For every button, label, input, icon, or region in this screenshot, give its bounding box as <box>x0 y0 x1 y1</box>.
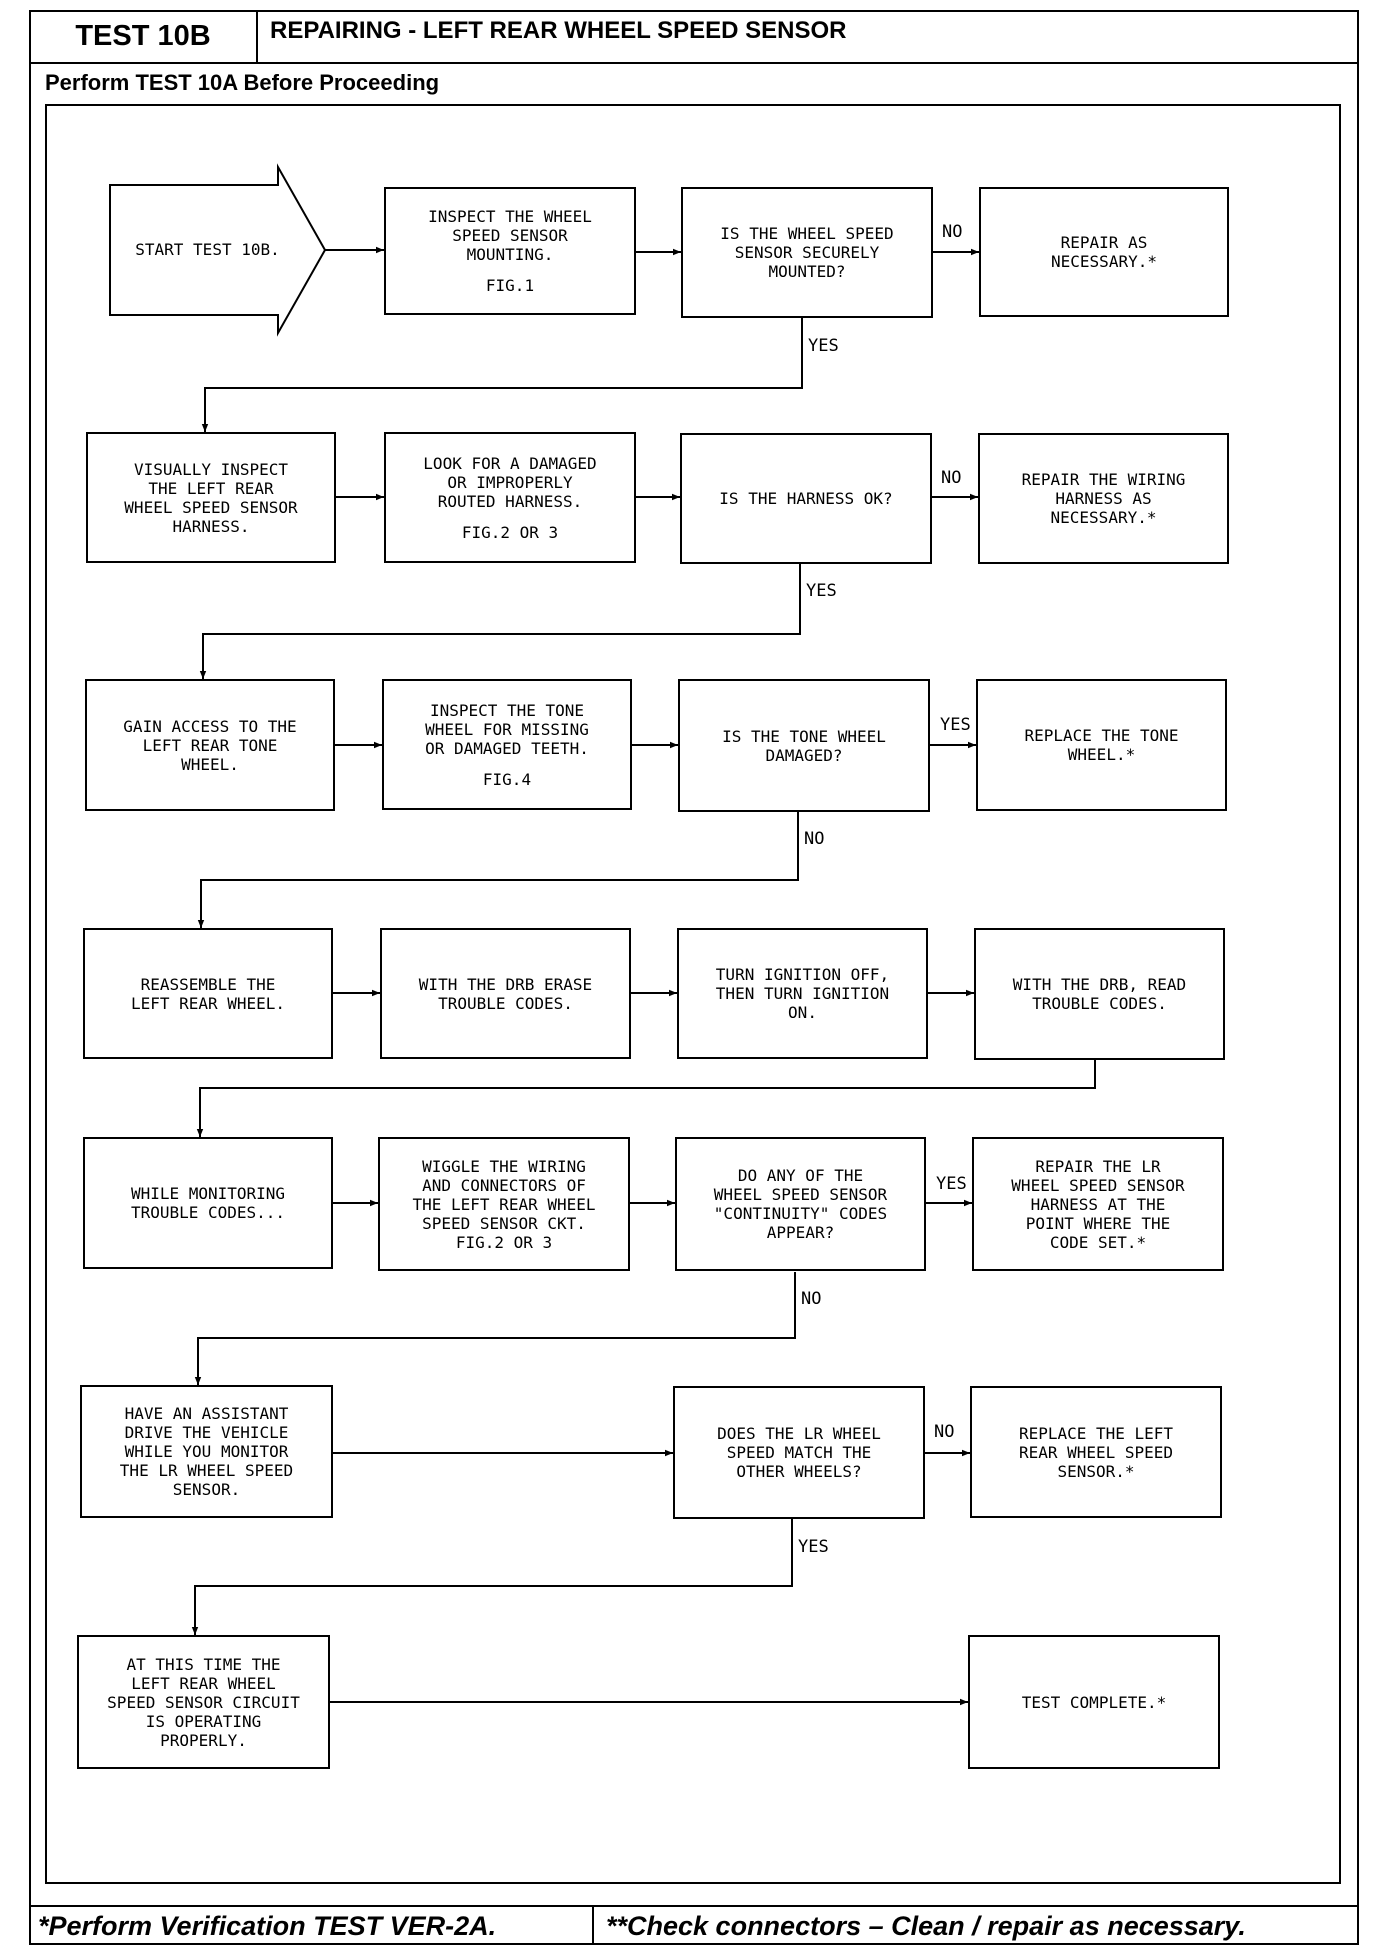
connector-arrow <box>191 1519 793 1635</box>
result-test-complete: TEST COMPLETE.* <box>968 1635 1220 1769</box>
flowchart-frame <box>45 104 1341 1884</box>
step-read-trouble-codes: WITH THE DRB, READ TROUBLE CODES. <box>974 928 1225 1060</box>
header-divider <box>30 62 1358 64</box>
branch-label: NO <box>941 468 962 488</box>
result-repair-as-necessary: REPAIR AS NECESSARY.* <box>979 187 1229 317</box>
branch-label: YES <box>940 715 971 735</box>
connector-arrow <box>199 564 801 679</box>
test-id: TEST 10B <box>30 11 258 62</box>
result-repair-wiring-harness: REPAIR THE WIRING HARNESS AS NECESSARY.* <box>978 433 1229 564</box>
page-frame <box>29 10 1359 1945</box>
branch-label: NO <box>934 1422 955 1442</box>
branch-label: NO <box>801 1289 822 1309</box>
footer-column-divider <box>592 1907 594 1945</box>
step-look-for-damaged-harness: LOOK FOR A DAMAGED OR IMPROPERLY ROUTED … <box>384 432 636 563</box>
branch-label: YES <box>798 1537 829 1557</box>
branch-label: YES <box>808 336 839 356</box>
step-circuit-operating-properly: AT THIS TIME THE LEFT REAR WHEEL SPEED S… <box>77 1635 330 1769</box>
step-visually-inspect-harness: VISUALLY INSPECT THE LEFT REAR WHEEL SPE… <box>86 432 336 563</box>
decision-speed-match: DOES THE LR WHEEL SPEED MATCH THE OTHER … <box>673 1386 925 1519</box>
figure-reference: FIG.4 <box>482 769 532 789</box>
result-replace-tone-wheel: REPLACE THE TONE WHEEL.* <box>976 679 1227 811</box>
figure-reference: FIG.2 OR 3 <box>461 522 559 542</box>
step-assistant-drive: HAVE AN ASSISTANT DRIVE THE VEHICLE WHIL… <box>80 1385 333 1518</box>
step-cycle-ignition: TURN IGNITION OFF, THEN TURN IGNITION ON… <box>677 928 928 1059</box>
start-arrow-shape <box>109 163 327 337</box>
result-repair-lr-harness: REPAIR THE LR WHEEL SPEED SENSOR HARNESS… <box>972 1137 1224 1271</box>
step-monitor-trouble-codes: WHILE MONITORING TROUBLE CODES... <box>83 1137 333 1269</box>
figure-reference: FIG.1 <box>485 276 535 295</box>
footnote-verification: *Perform Verification TEST VER-2A. <box>38 1911 497 1941</box>
footnote-check-connectors: **Check connectors – Clean / repair as n… <box>606 1911 1246 1941</box>
result-replace-sensor: REPLACE THE LEFT REAR WHEEL SPEED SENSOR… <box>970 1386 1222 1518</box>
decision-tone-wheel-damaged: IS THE TONE WHEEL DAMAGED? <box>678 679 930 812</box>
branch-label: YES <box>936 1174 967 1194</box>
connector-arrow <box>194 1272 796 1385</box>
step-inspect-tone-wheel: INSPECT THE TONE WHEEL FOR MISSING OR DA… <box>382 679 632 810</box>
branch-label: NO <box>942 222 963 242</box>
step-erase-trouble-codes: WITH THE DRB ERASE TROUBLE CODES. <box>380 928 631 1059</box>
branch-label: NO <box>804 829 825 849</box>
test-title: REPAIRING - LEFT REAR WHEEL SPEED SENSOR <box>270 17 847 44</box>
start-test-label: START TEST 10B. <box>135 240 280 259</box>
step-reassemble-wheel: REASSEMBLE THE LEFT REAR WHEEL. <box>83 928 333 1059</box>
connector-arrow <box>197 812 799 928</box>
step-gain-access-tone-wheel: GAIN ACCESS TO THE LEFT REAR TONE WHEEL. <box>85 679 335 811</box>
step-wiggle-wiring: WIGGLE THE WIRING AND CONNECTORS OF THE … <box>378 1137 630 1271</box>
decision-sensor-mounted: IS THE WHEEL SPEED SENSOR SECURELY MOUNT… <box>681 187 933 318</box>
connector-arrow <box>201 318 803 432</box>
branch-label: YES <box>806 581 837 601</box>
footer-divider <box>30 1905 1358 1907</box>
decision-harness-ok: IS THE HARNESS OK? <box>680 433 932 564</box>
connector-arrow <box>196 1060 1096 1137</box>
step-inspect-mounting: INSPECT THE WHEEL SPEED SENSOR MOUNTING.… <box>384 187 636 315</box>
precondition-note: Perform TEST 10A Before Proceeding <box>45 70 440 95</box>
decision-continuity-codes: DO ANY OF THE WHEEL SPEED SENSOR "CONTIN… <box>675 1137 926 1271</box>
